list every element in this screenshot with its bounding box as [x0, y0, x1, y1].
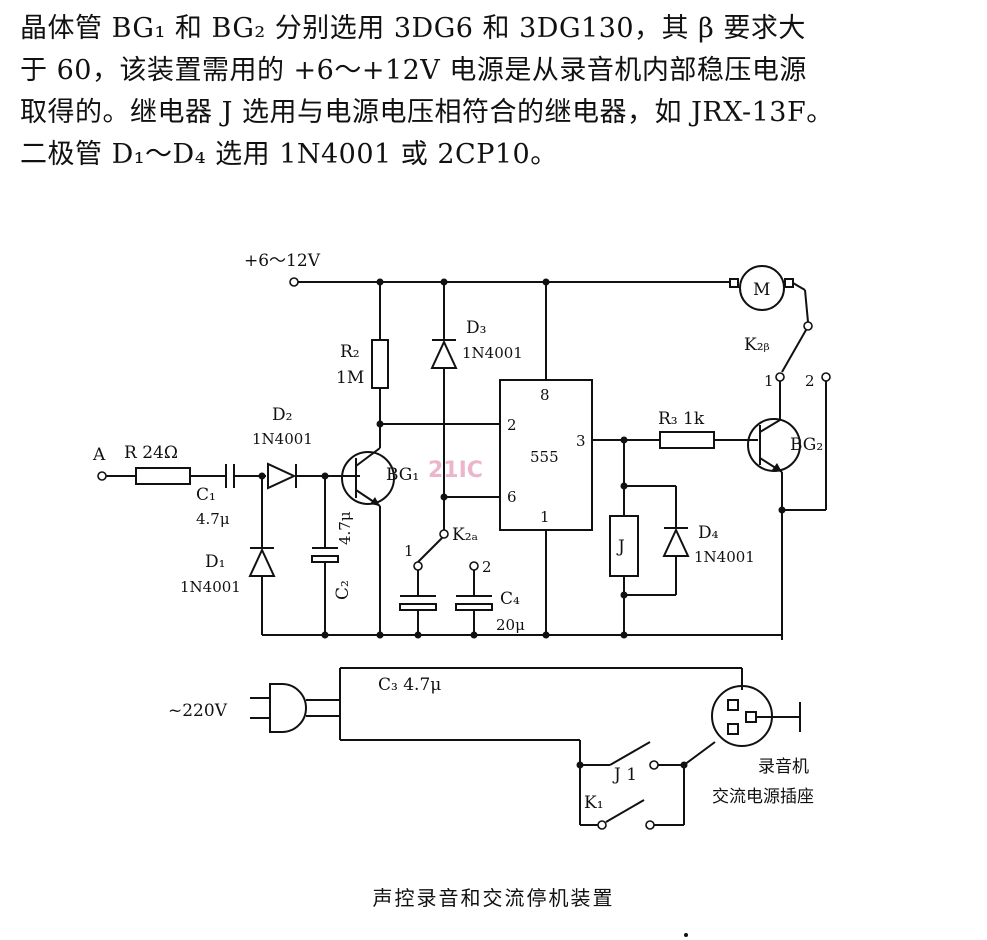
- diode-d4-name: D₄: [698, 523, 719, 543]
- transistor-bg1: [341, 447, 395, 635]
- diode-d2-part: 1N4001: [252, 430, 313, 448]
- paragraph-line-3: 取得的。继电器 J 选用与电源电压相符合的继电器，如 JRX-13F。: [20, 97, 834, 128]
- capacitor-c4-name: C₄: [500, 589, 520, 609]
- motor-label: M: [753, 280, 770, 300]
- supply-label: +6～12V: [244, 251, 321, 271]
- ac-input-label: ~220V: [168, 701, 228, 721]
- diode-d4: [624, 485, 690, 596]
- ic-pin-3: 3: [576, 432, 586, 450]
- paragraph-line-2: 于 60，该装置需用的 +6～+12V 电源是从录音机内部稳压电源: [20, 55, 807, 86]
- resistor-r2-name: R₂: [340, 342, 360, 362]
- diode-d1: [248, 476, 276, 635]
- resistor-r2-value: 1M: [336, 368, 364, 388]
- watermark-logo: 21IC: [428, 458, 483, 483]
- paragraph-line-1: 晶体管 BG₁ 和 BG₂ 分别选用 3DG6 和 3DG130，其 β 要求大: [20, 13, 806, 44]
- socket-label-line1: 录音机: [758, 757, 809, 777]
- ac-plug: [250, 668, 341, 740]
- diode-d2-name: D₂: [272, 405, 292, 425]
- resistor-r3-label: R₃ 1k: [658, 409, 705, 429]
- capacitor-c2-name: C₂: [333, 580, 353, 600]
- description-paragraph: 晶体管 BG₁ 和 BG₂ 分别选用 3DG6 和 3DG130，其 β 要求大…: [20, 8, 970, 176]
- capacitor-c3-label: C₃ 4.7μ: [378, 675, 441, 695]
- stray-dot: [684, 933, 688, 937]
- capacitor-c4: [455, 595, 493, 635]
- transistor-bg2: [747, 418, 801, 640]
- capacitor-timing-left: [399, 595, 437, 635]
- diode-d1-name: D₁: [205, 552, 225, 572]
- transistor-bg2-label: BG₂: [790, 435, 823, 455]
- resistor-r3: [659, 431, 758, 449]
- switch-k2b-label: K₂ᵦ: [744, 335, 770, 355]
- capacitor-c2: [311, 476, 339, 635]
- switch-k1-label: K₁: [584, 793, 604, 813]
- resistor-r1-label: R 24Ω: [124, 443, 178, 463]
- figure-caption: 声控录音和交流停机装置: [372, 886, 615, 910]
- diode-d3: [430, 282, 500, 530]
- input-stage: [97, 462, 360, 490]
- capacitor-c1-name: C₁: [196, 485, 216, 505]
- switch-k2a: [413, 529, 479, 596]
- motor: [729, 265, 809, 323]
- resistor-r2: [371, 282, 500, 448]
- capacitor-c1-value: 4.7μ: [196, 510, 230, 528]
- diode-d4-part: 1N4001: [694, 548, 755, 566]
- input-a-label: A: [92, 445, 106, 465]
- switch-k2a-pos1: 1: [404, 542, 414, 560]
- diode-d3-name: D₃: [466, 318, 486, 338]
- capacitor-c4-value: 20μ: [496, 616, 525, 634]
- switch-k2a-label: K₂ₐ: [452, 525, 479, 545]
- ground-rail: [262, 631, 782, 639]
- switch-k2b-pos2: 2: [805, 372, 815, 390]
- switch-k2b-pos1: 1: [764, 372, 774, 390]
- switch-k2a-pos2: 2: [482, 558, 492, 576]
- ic-pin-6: 6: [507, 488, 517, 506]
- ic-pin-8: 8: [540, 386, 550, 404]
- supply-rail: [289, 277, 735, 380]
- relay-j-label: J: [616, 537, 625, 557]
- ic-555: [499, 379, 660, 635]
- diode-d3-part: 1N4001: [462, 344, 523, 362]
- ic-pin-1: 1: [540, 508, 550, 526]
- switch-k2b: [775, 321, 831, 511]
- relay-j: [609, 440, 639, 635]
- socket-label-line2: 交流电源插座: [712, 787, 814, 807]
- relay-contacts: [340, 739, 716, 830]
- ac-socket: [711, 685, 801, 747]
- capacitor-c2-value: 4.7μ: [336, 511, 354, 545]
- paragraph-line-4: 二极管 D₁～D₄ 选用 1N4001 或 2CP10。: [20, 139, 558, 170]
- diode-d1-part: 1N4001: [180, 578, 241, 596]
- ic-name: 555: [530, 448, 559, 466]
- ic-pin-2: 2: [507, 416, 517, 434]
- relay-contact-label: J 1: [612, 765, 637, 785]
- transistor-bg1-label: BG₁: [386, 465, 419, 485]
